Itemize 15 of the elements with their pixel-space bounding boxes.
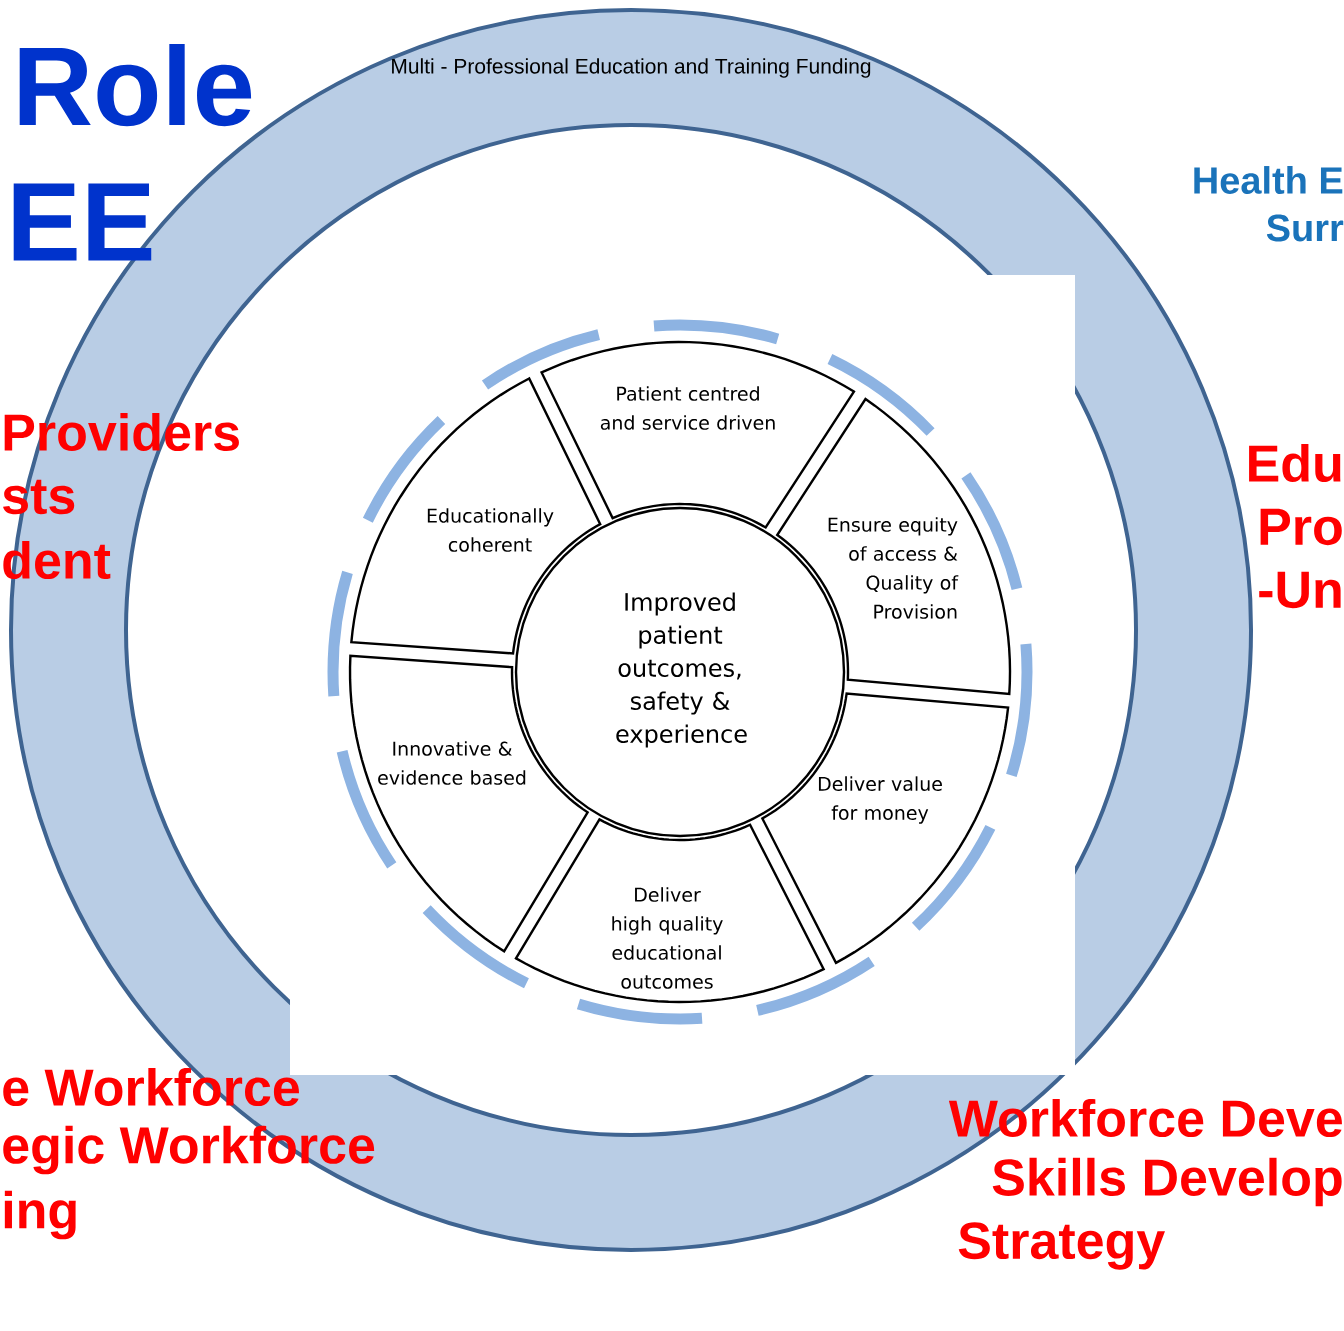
wheel-segment: Ensure equity of access & Quality of Provision (775, 397, 1012, 696)
callout-text: -Un (1259, 571, 1341, 609)
wheel-segment: Innovative & evidence based (348, 654, 590, 953)
callout-text: Pro (1260, 508, 1342, 546)
callout-text: Skills Develop (992, 1157, 1342, 1207)
callout-text: dent (3, 540, 111, 580)
organisation-text: Health E (1194, 166, 1343, 194)
callout-text: ing (4, 1190, 76, 1240)
callout-text: Edu (1249, 443, 1341, 483)
callout-text: Strategy (958, 1222, 1165, 1270)
callout-text: sts (3, 479, 75, 515)
heading-text: EE (13, 183, 152, 261)
heading-text: Role (19, 43, 252, 127)
callout-text: Providers (4, 412, 239, 452)
organisation-text: Surr (1266, 214, 1344, 242)
